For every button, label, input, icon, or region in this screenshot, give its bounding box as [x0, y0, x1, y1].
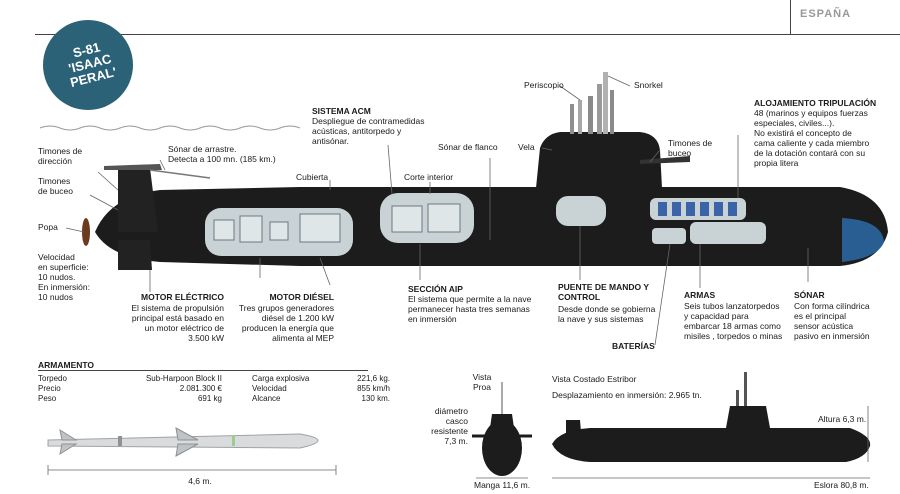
label-sistema-acm-text: Despliegue de contramedidas acústicas, a…: [312, 116, 425, 146]
armamento-key: Alcance: [252, 394, 281, 403]
label-eslora: Eslora 80,8 m.: [814, 480, 869, 490]
armamento-rule: [38, 370, 368, 371]
armamento-key: Peso: [38, 394, 57, 403]
label-alojamiento-text: 48 (marinos y equipos fuerzas especiales…: [754, 108, 870, 168]
armamento-value: 691 kg: [197, 394, 222, 403]
mast-snorkel: [603, 72, 608, 134]
label-vista-proa: Vista Proa: [472, 372, 492, 392]
section-battery: [652, 228, 686, 244]
label-snorkel: Snorkel: [634, 80, 663, 90]
side-view: [552, 372, 871, 462]
front-view: [472, 382, 532, 476]
corner-text: ESPAÑA: [800, 8, 852, 20]
label-motor-diesel-title: MOTOR DIÉSEL: [269, 292, 334, 302]
label-motor-electrico-title: MOTOR ELÉCTRICO: [141, 292, 224, 302]
label-sonar-arrastre: Sónar de arrastre. Detecta a 100 mn. (18…: [168, 144, 276, 164]
corner-rule: [790, 0, 791, 34]
sonar-dome: [842, 218, 884, 262]
armamento-value: 221,6 kg.: [357, 374, 390, 383]
label-sonar-title: SÓNAR: [794, 290, 825, 300]
armamento-value: 855 km/h: [357, 384, 390, 393]
mast-periscope-2: [578, 100, 582, 134]
label-sonar-flanco: Sónar de flanco: [438, 142, 498, 152]
label-vista-costado: Vista Costado Estribor: [552, 374, 637, 384]
armamento-table: Torpedo Sub-Harpoon Block II Carga explo…: [36, 374, 392, 404]
armamento-key: Precio: [38, 384, 61, 393]
label-armas-text: Seis tubos lanzatorpedos y capacidad par…: [684, 301, 783, 341]
label-puente-text: Desde donde se gobierna la nave y sus si…: [558, 304, 656, 324]
label-sistema-acm-title: SISTEMA ACM: [312, 106, 371, 116]
armamento-title: ARMAMENTO: [38, 360, 95, 370]
mast-4: [597, 84, 602, 134]
label-puente-title: PUENTE DE MANDO Y CONTROL: [558, 282, 649, 302]
water-line: [39, 125, 301, 131]
label-motor-electrico-text: El sistema de propulsión principal está …: [131, 303, 224, 343]
rudder: [118, 168, 158, 232]
table-row: Torpedo Sub-Harpoon Block II Carga explo…: [36, 374, 392, 384]
label-cubierta: Cubierta: [296, 172, 329, 182]
label-altura: Altura 6,3 m.: [818, 414, 867, 424]
label-timones-buceo-left: Timones de buceo: [38, 176, 73, 196]
label-popa: Popa: [38, 222, 58, 232]
lower-rudder: [118, 240, 152, 270]
label-armas-title: ARMAS: [684, 290, 716, 300]
table-row: Peso 691 kg Alcance 130 km.: [36, 394, 392, 404]
label-timones-direccion: Timones de dirección: [38, 146, 83, 166]
label-desplazamiento: Desplazamiento en inmersión: 2.965 tn.: [552, 390, 702, 400]
armamento-key: Velocidad: [252, 384, 287, 393]
mast-periscope-1: [570, 104, 574, 134]
label-manga: Manga 11,6 m.: [474, 480, 531, 490]
sail-plane: [640, 156, 690, 164]
label-velocidad: Velocidad en superficie: 10 nudos. En in…: [38, 252, 90, 302]
label-alojamiento-title: ALOJAMIENTO TRIPULACIÓN: [754, 98, 877, 108]
armamento-value: 2.081.300 €: [179, 384, 222, 393]
harpoon-missile: [47, 427, 319, 457]
armamento-value: 130 km.: [361, 394, 390, 403]
label-baterias: BATERÍAS: [612, 341, 655, 351]
mast-3: [588, 96, 593, 134]
label-seccion-aip-title: SECCIÓN AIP: [408, 284, 463, 294]
stern-planes: [104, 164, 162, 170]
model-badge: S-81 'ISAAC PERAL': [43, 20, 133, 110]
label-sonar-text: Con forma cilíndrica es el principal sen…: [794, 301, 870, 341]
tow-sonar-cable: [149, 169, 211, 179]
label-diametro: diámetro casco resistente 7,3 m.: [431, 406, 468, 446]
sail: [536, 132, 662, 188]
armamento-key: Torpedo: [38, 374, 67, 383]
propeller: [82, 218, 90, 246]
table-row: Precio 2.081.300 € Velocidad 855 km/h: [36, 384, 392, 394]
armamento-key: Carga explosiva: [252, 374, 310, 383]
label-corte-interior: Corte interior: [404, 172, 454, 182]
section-control: [556, 196, 606, 226]
label-motor-diesel-text: Tres grupos generadores diésel de 1.200 …: [238, 303, 334, 343]
mast-6: [610, 90, 614, 134]
label-timones-buceo-right: Timones de buceo: [668, 138, 713, 158]
armamento-value: Sub-Harpoon Block II: [145, 374, 222, 383]
top-rule: [35, 34, 900, 35]
label-seccion-aip-text: El sistema que permite a la nave permane…: [408, 294, 532, 324]
label-periscopio: Periscopio: [524, 80, 564, 90]
missile-length: 4,6 m.: [188, 476, 212, 486]
section-weapons: [690, 222, 766, 244]
label-vela: Vela: [518, 142, 535, 152]
